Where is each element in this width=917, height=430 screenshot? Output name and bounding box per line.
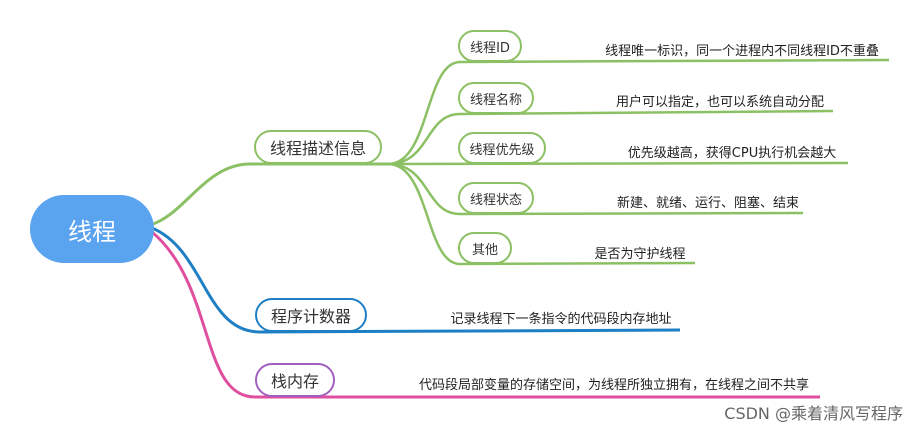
detail-other: 是否为守护线程 [594,247,686,262]
watermark-text: CSDN @乘着清风写程序 [724,404,903,423]
detail-thread-priority: 优先级越高，获得CPU执行机会越大 [627,146,837,161]
detail-stack-memory: 代码段局部变量的存储空间，为线程所独立拥有，在线程之间不共享 [418,378,810,393]
node-thread-info[interactable]: 线程描述信息 [254,130,382,164]
edge-thread-info-to-thread-state [387,162,804,216]
detail-thread-state: 新建、就绪、运行、阻塞、结束 [616,196,800,211]
detail-thread-name: 用户可以指定，也可以系统自动分配 [615,95,825,110]
detail-program-counter: 记录线程下一条指令的代码段内存地址 [450,312,672,327]
node-thread-name[interactable]: 线程名称 [458,82,534,114]
node-other[interactable]: 其他 [458,232,512,264]
node-stack-memory[interactable]: 栈内存 [255,363,335,397]
node-thread-id[interactable]: 线程ID [458,30,522,62]
edge-root-to-thread-info [149,162,388,227]
node-program-counter[interactable]: 程序计数器 [255,298,367,332]
edge-root-to-stack-memory [151,230,820,399]
detail-thread-id: 线程唯一标识，同一个进程内不同线程ID不重叠 [605,44,879,59]
edge-thread-info-to-other [387,162,696,266]
node-thread-priority[interactable]: 线程优先级 [458,132,546,164]
root-node-thread[interactable]: 线程 [30,195,154,263]
edge-thread-info-to-thread-priority [387,161,849,166]
node-thread-state[interactable]: 线程状态 [458,182,534,214]
edge-thread-info-to-thread-id [387,58,890,166]
edge-root-to-program-counter [151,226,681,334]
edge-thread-info-to-thread-name [387,109,834,166]
